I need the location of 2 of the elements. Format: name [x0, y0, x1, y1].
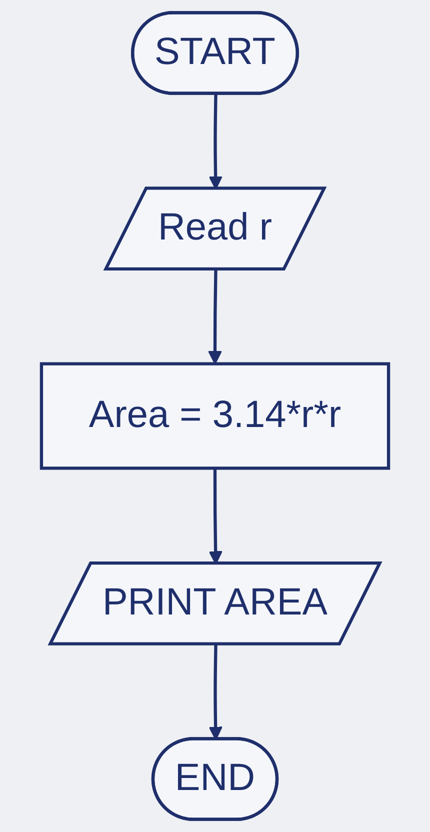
arrow [208, 270, 222, 364]
node-box: Area = 3.14*r*r [40, 362, 390, 470]
